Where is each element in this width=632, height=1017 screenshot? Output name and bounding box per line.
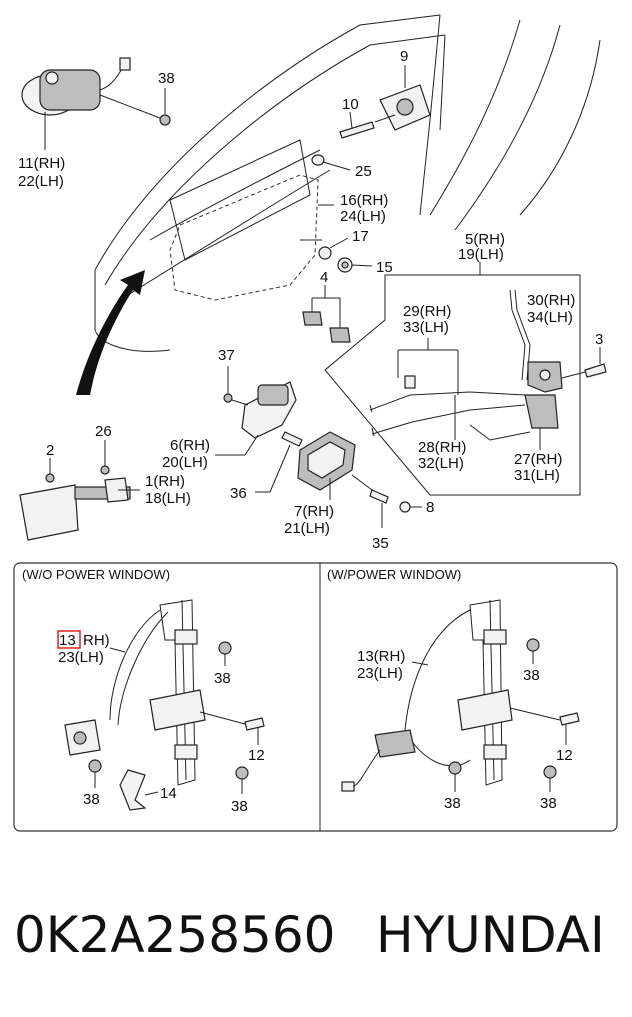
label-20: 20(LH): [162, 454, 208, 471]
lock-assembly-outline: [324, 274, 581, 496]
label-8: 8: [426, 499, 434, 516]
cap-8: [399, 501, 411, 513]
nut-38: [159, 114, 171, 126]
label-30: 30(RH): [527, 292, 575, 309]
inside-door-handle: [241, 381, 297, 439]
label-12-b: 12: [556, 747, 573, 764]
label-23-a: 23(LH): [58, 649, 104, 666]
label-5: 5(RH): [465, 231, 505, 248]
label-36: 36: [230, 485, 247, 502]
label-38-d: 38: [231, 798, 248, 815]
bolt-26: [100, 465, 110, 475]
manual-window-regulator: [64, 599, 206, 811]
door-latch: [524, 361, 563, 429]
label-22: 22(LH): [18, 173, 64, 190]
label-35: 35: [372, 535, 389, 552]
label-18: 18(LH): [145, 490, 191, 507]
screw-36: [281, 431, 303, 447]
label-19: 19(LH): [458, 246, 504, 263]
label-37: 37: [218, 347, 235, 364]
label-17: 17: [352, 228, 369, 245]
label-38: 38: [158, 70, 175, 87]
label-7: 7(RH): [294, 503, 334, 520]
label-11: 11(RH): [18, 155, 65, 172]
label-31: 31(LH): [514, 467, 560, 484]
lower-panel-frame: [13, 562, 618, 832]
door-parts-diagram: 38 11(RH) 22(LH) 9 10 25 16(RH) 24(LH) 1…: [13, 14, 618, 832]
label-33: 33(LH): [403, 319, 449, 336]
label-3: 3: [595, 331, 603, 348]
screw-3: [584, 363, 607, 378]
nut-38-f: [448, 761, 462, 775]
nut-38-g: [543, 765, 557, 779]
callout-labels: 38 11(RH) 22(LH) 9 10 25 16(RH) 24(LH) 1…: [18, 48, 603, 815]
inside-handle-bezel: [297, 431, 356, 491]
label-24: 24(LH): [340, 208, 386, 225]
label-13-rest: RH): [83, 632, 110, 649]
nut-38-e: [526, 638, 540, 652]
label-16: 16(RH): [340, 192, 388, 209]
nut-38-b: [218, 641, 232, 655]
label-9: 9: [400, 48, 408, 65]
nut-38-c: [88, 759, 102, 773]
clips-4: [302, 311, 351, 343]
door-striker: [379, 84, 431, 131]
label-13-b: 13(RH): [357, 648, 405, 665]
label-38-f: 38: [444, 795, 461, 812]
door-check: [19, 477, 131, 541]
label-34: 34(LH): [527, 309, 573, 326]
label-38-g: 38: [540, 795, 557, 812]
label-12-a: 12: [248, 747, 265, 764]
label-38-c: 38: [83, 791, 100, 808]
label-26: 26: [95, 423, 112, 440]
label-2: 2: [46, 442, 54, 459]
panel-title-manual: (W/O POWER WINDOW): [22, 567, 170, 582]
bolt-12-b: [559, 712, 580, 726]
label-10: 10: [342, 96, 359, 113]
label-32: 32(LH): [418, 455, 464, 472]
label-15: 15: [376, 259, 393, 276]
part-number: 0K2A258560: [14, 906, 336, 964]
label-38-e: 38: [523, 667, 540, 684]
grommet-25: [311, 154, 325, 166]
label-28: 28(RH): [418, 439, 466, 456]
label-13-highlighted: 13: [59, 632, 76, 649]
screw-37: [223, 393, 233, 403]
bolt-2: [45, 473, 55, 483]
label-27: 27(RH): [514, 451, 562, 468]
label-29: 29(RH): [403, 303, 451, 320]
label-25: 25: [355, 163, 372, 180]
label-14: 14: [160, 785, 177, 802]
panel-title-power: (W/POWER WINDOW): [327, 567, 461, 582]
label-23-b: 23(LH): [357, 665, 403, 682]
outside-door-handle: [21, 57, 131, 116]
bolt-12-a: [244, 717, 265, 731]
clip-17: [318, 246, 332, 260]
door-seal-panel: [169, 174, 319, 301]
brand-name: HYUNDAI: [376, 906, 605, 964]
label-4: 4: [320, 269, 328, 286]
bolt-10: [339, 121, 375, 139]
label-21: 21(LH): [284, 520, 330, 537]
highlighted-part-box: [57, 630, 81, 649]
power-window-regulator: [341, 599, 513, 792]
door-frame: [94, 14, 601, 352]
nut-38-d: [235, 766, 249, 780]
screw-35: [369, 489, 389, 504]
label-6: 6(RH): [170, 437, 210, 454]
direction-arrow: [76, 270, 145, 395]
label-38-b: 38: [214, 670, 231, 687]
label-1: 1(RH): [145, 473, 185, 490]
